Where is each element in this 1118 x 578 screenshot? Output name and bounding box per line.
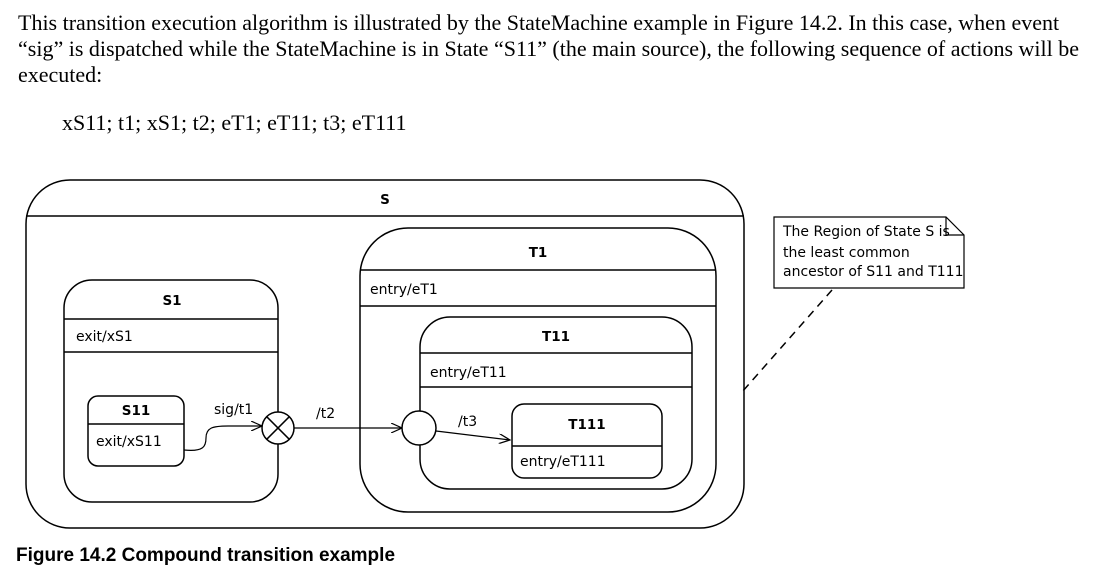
transition-t2-label: /t2 [316, 406, 335, 422]
state-T111-name: T111 [568, 417, 605, 433]
state-T11-activity: entry/eT11 [430, 365, 507, 381]
note-anchor-line [741, 289, 833, 393]
state-S: S [25, 179, 745, 529]
transition-t2: /t2 [294, 406, 402, 428]
note-line-1: The Region of State S is [782, 224, 950, 240]
state-S11: S11 exit/xS11 [87, 395, 185, 467]
state-S11-name: S11 [122, 403, 151, 419]
exit-point [261, 411, 295, 445]
state-S1-activity: exit/xS1 [76, 329, 133, 345]
transition-t3: /t3 [435, 414, 510, 440]
action-sequence: xS11; t1; xS1; t2; eT1; eT11; t3; eT111 [62, 110, 407, 135]
note-line-2: the least common [783, 245, 910, 261]
transition-t3-label: /t3 [458, 414, 477, 430]
state-T111-activity: entry/eT111 [520, 454, 606, 470]
state-T1-activity: entry/eT1 [370, 282, 438, 298]
note-line-3: ancestor of S11 and T111 [783, 264, 963, 280]
note: The Region of State S is the least commo… [773, 216, 965, 289]
figure-caption: Figure 14.2 Compound transition example [16, 545, 396, 566]
intro-paragraph: This transition execution algorithm is i… [18, 10, 1080, 87]
state-T1-name: T1 [529, 245, 548, 261]
state-T1: T1 entry/eT1 [359, 227, 717, 513]
transition-sig: sig/t1 [183, 402, 262, 451]
state-T111: T111 entry/eT111 [511, 403, 663, 479]
state-S-name: S [380, 192, 390, 208]
state-S11-activity: exit/xS11 [96, 434, 162, 450]
entry-point [401, 410, 437, 446]
state-S1: S1 exit/xS1 [63, 279, 279, 503]
state-T11: T11 entry/eT11 [419, 316, 693, 490]
state-T11-name: T11 [542, 329, 570, 345]
state-S1-name: S1 [162, 293, 181, 309]
transition-sig-label: sig/t1 [214, 402, 253, 418]
